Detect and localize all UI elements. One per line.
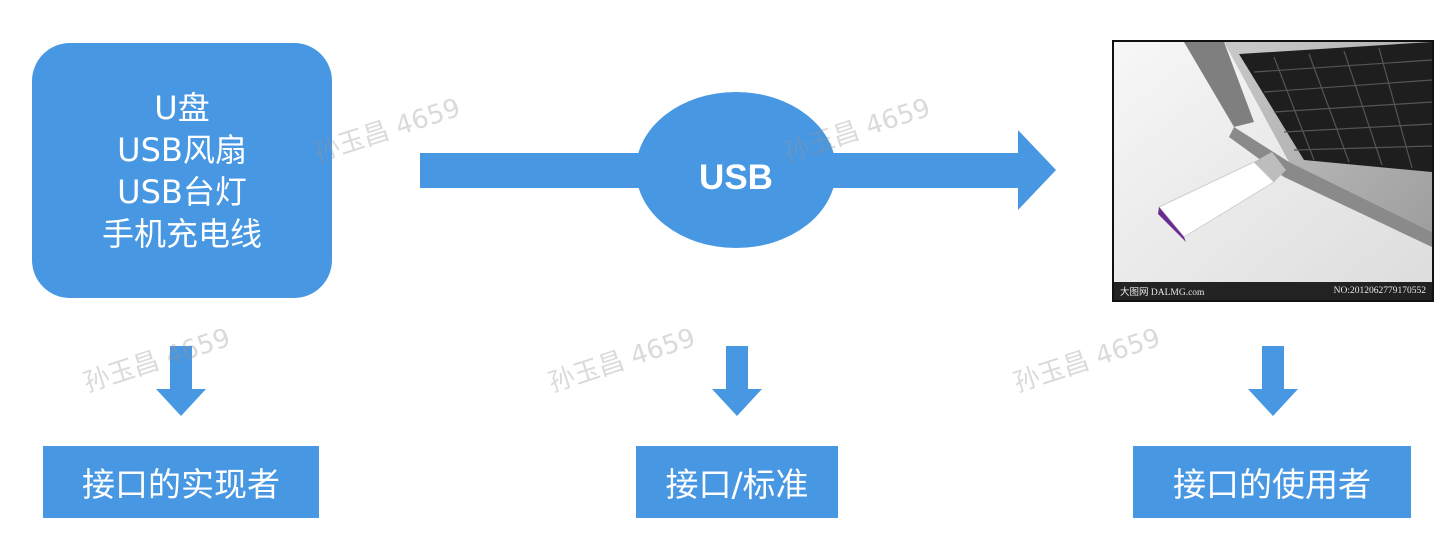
label-standard: 接口/标准: [636, 446, 838, 518]
photo-caption: 大图网 DALMG.com NO:20120627791705​52: [1114, 282, 1432, 300]
usb-label: USB: [646, 148, 826, 208]
label-implementer: 接口的实现者: [43, 446, 319, 518]
device-item: USB台灯: [117, 171, 247, 213]
label-user: 接口的使用者: [1133, 446, 1411, 518]
down-arrow-implementer: [156, 346, 206, 416]
down-arrow-user: [1248, 346, 1298, 416]
main-arrow-head: [1018, 130, 1056, 210]
device-item: U盘: [154, 87, 209, 129]
down-arrow-standard: [712, 346, 762, 416]
laptop-usb-photo: 大图网 DALMG.com NO:20120627791705​52: [1112, 40, 1434, 302]
photo-caption-left: 大图网 DALMG.com: [1120, 284, 1204, 298]
implementer-devices-box: U盘 USB风扇 USB台灯 手机充电线: [32, 43, 332, 298]
device-item: 手机充电线: [102, 213, 262, 255]
laptop-illustration: [1114, 42, 1432, 300]
device-item: USB风扇: [117, 129, 247, 171]
photo-caption-right: NO:20120627791705​52: [1334, 286, 1426, 296]
